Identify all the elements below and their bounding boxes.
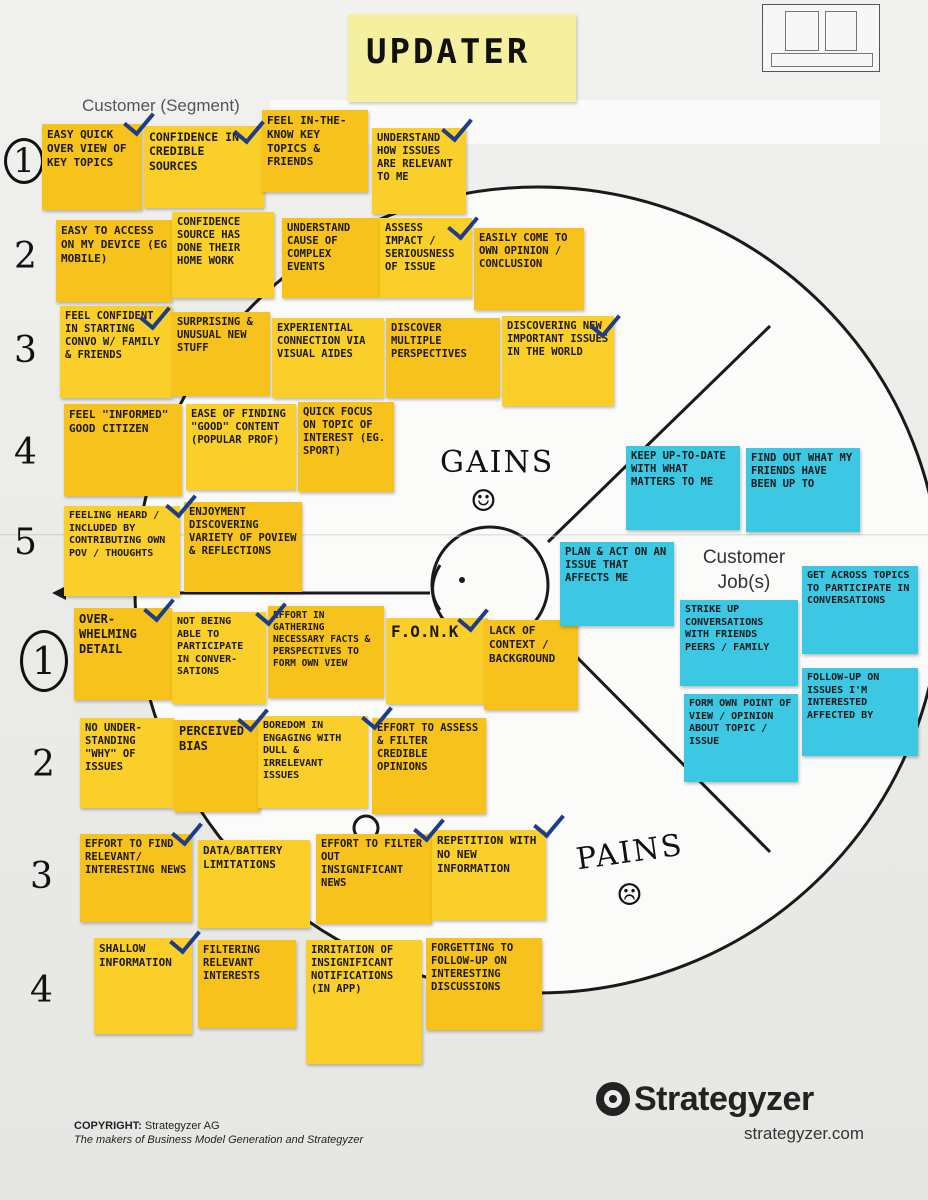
divider-jobs-pains xyxy=(546,626,772,854)
gain-note[interactable]: EASY QUICK OVER VIEW OF KEY TOPICS xyxy=(42,124,142,210)
profile-face-icon xyxy=(431,564,442,611)
gain-note[interactable]: FEELING HEARD / INCLUDED BY CONTRIBUTING… xyxy=(64,506,180,596)
pains-frown-icon: ☹ xyxy=(616,878,643,913)
gain-row-number-1: 1 xyxy=(4,138,44,184)
pain-note[interactable]: F.O.N.K xyxy=(386,618,488,704)
gain-note[interactable]: CONFIDENCE SOURCE HAS DONE THEIR HOME WO… xyxy=(172,212,274,298)
job-note[interactable]: FORM OWN POINT OF VIEW / OPINION ABOUT T… xyxy=(684,694,798,782)
pain-note[interactable]: NO UNDER-STANDING "WHY" OF ISSUES xyxy=(80,718,174,808)
gain-note[interactable]: FEEL "INFORMED" GOOD CITIZEN xyxy=(64,404,182,496)
strategyzer-logo-icon xyxy=(596,1082,630,1116)
footer-tagline: The makers of Business Model Generation … xyxy=(74,1134,364,1146)
arrow-head xyxy=(52,586,66,600)
title-sticky-note: UPDATER xyxy=(348,14,576,102)
brand-name: Strategyzer xyxy=(634,1080,814,1118)
gain-row-number-3: 3 xyxy=(14,330,37,371)
gain-row-number-4: 4 xyxy=(14,432,37,473)
canvas-grid-icon xyxy=(762,4,880,72)
pain-row-number-2: 2 xyxy=(32,744,55,785)
pain-note[interactable]: EFFORT TO FIND RELEVANT/ INTERESTING NEW… xyxy=(80,834,192,922)
gain-note[interactable]: ASSESS IMPACT / SERIOUSNESS OF ISSUE xyxy=(380,218,472,298)
gain-note[interactable]: EXPERIENTIAL CONNECTION VIA VISUAL AIDES xyxy=(272,318,384,398)
gain-note[interactable]: FEEL CONFIDENT IN STARTING CONVO W/ FAMI… xyxy=(60,306,172,398)
pain-row-number-4: 4 xyxy=(30,970,53,1011)
pain-note[interactable]: OVER-WHELMING DETAIL xyxy=(74,608,172,700)
pain-row-number-1: 1 xyxy=(20,630,68,692)
gains-smile-icon: ☺ xyxy=(470,484,497,519)
pain-note[interactable]: FILTERING RELEVANT INTERESTS xyxy=(198,940,296,1028)
job-note[interactable]: PLAN & ACT ON AN ISSUE THAT AFFECTS ME xyxy=(560,542,674,626)
customer-jobs-label: Customer Job(s) xyxy=(702,547,786,593)
title-text: UPDATER xyxy=(366,32,531,72)
gain-row-number-2: 2 xyxy=(14,236,37,277)
job-note[interactable]: FIND OUT WHAT MY FRIENDS HAVE BEEN UP TO xyxy=(746,448,860,532)
copyright-line: COPYRIGHT: Strategyzer AG xyxy=(74,1120,220,1132)
gain-note[interactable]: UNDERSTAND HOW ISSUES ARE RELEVANT TO ME xyxy=(372,128,466,214)
pain-note[interactable]: LACK OF CONTEXT / BACKGROUND xyxy=(484,620,578,710)
gain-note[interactable]: CONFIDENCE IN CREDIBLE SOURCES xyxy=(144,126,264,208)
pain-note[interactable]: EFFORT TO ASSESS & FILTER CREDIBLE OPINI… xyxy=(372,718,486,814)
pain-note[interactable]: PERCEIVED BIAS xyxy=(174,720,260,812)
gain-note[interactable]: EASE OF FINDING "GOOD" CONTENT (POPULAR … xyxy=(186,404,296,490)
gain-note[interactable]: EASY TO ACCESS ON MY DEVICE (eg MOBILE) xyxy=(56,220,172,302)
gain-note[interactable]: SURPRISING & UNUSUAL NEW STUFF xyxy=(172,312,270,396)
gain-note[interactable]: EASILY COME TO OWN OPINION / CONCLUSION xyxy=(474,228,584,310)
copyright-label: COPYRIGHT: xyxy=(74,1120,142,1132)
pain-note[interactable]: IRRITATION OF INSIGNIFICANT NOTIFICATION… xyxy=(306,940,422,1064)
pain-note[interactable]: EFFORT TO FILTER OUT INSIGNIFICANT NEWS xyxy=(316,834,432,924)
gains-label: GAINS xyxy=(440,445,555,480)
gain-note[interactable]: ENJOYMENT DISCOVERING VARIETY OF POVIEW … xyxy=(184,502,302,592)
copyright-owner: Strategyzer AG xyxy=(144,1120,220,1132)
customer-segment-label: Customer (Segment) xyxy=(82,96,240,115)
gain-note[interactable]: UNDERSTAND CAUSE OF COMPLEX EVENTS xyxy=(282,218,380,298)
pain-note[interactable]: SHALLOW INFORMATION xyxy=(94,938,192,1034)
job-note[interactable]: GET ACROSS TOPICS TO PARTICIPATE IN CONV… xyxy=(802,566,918,654)
footer-url[interactable]: strategyzer.com xyxy=(744,1124,864,1143)
gain-note[interactable]: DISCOVERING NEW IMPORTANT ISSUES IN THE … xyxy=(502,316,614,406)
pain-note[interactable]: REPETITION WITH NO NEW INFORMATION xyxy=(432,830,546,920)
pain-note[interactable]: EFFORT IN GATHERING NECESSARY FACTS & PE… xyxy=(268,606,384,698)
pain-note[interactable]: NOT BEING ABLE TO PARTICIPATE IN CONVER-… xyxy=(172,612,266,704)
divider-gains-jobs xyxy=(546,324,772,544)
pain-note[interactable]: FORGETTING TO FOLLOW-UP ON INTERESTING D… xyxy=(426,938,542,1030)
pain-note[interactable]: BOREDOM IN ENGAGING WITH DULL & IRRELEVA… xyxy=(258,716,368,808)
profile-eye-icon xyxy=(459,577,465,583)
job-note[interactable]: FOLLOW-UP ON ISSUES I'M INTERESTED AFFEC… xyxy=(802,668,918,756)
pain-note[interactable]: DATA/BATTERY LIMITATIONS xyxy=(198,840,310,928)
gain-note[interactable]: Feel in-the-know KEY TOPICS & FRIENDS xyxy=(262,110,368,192)
job-note[interactable]: STRIKE UP CONVERSATIONS WITH FRIENDS PEE… xyxy=(680,600,798,686)
paper-fold xyxy=(0,534,928,537)
segment-bar xyxy=(270,100,880,144)
pain-row-number-3: 3 xyxy=(30,856,53,897)
gain-note[interactable]: QUICK FOCUS ON TOPIC OF INTEREST (eg. SP… xyxy=(298,402,394,492)
gain-row-number-5: 5 xyxy=(14,522,37,563)
job-note[interactable]: KEEP UP-TO-DATE WITH WHAT MATTERS TO ME xyxy=(626,446,740,530)
gain-note[interactable]: DISCOVER MULTIPLE PERSPECTIVES xyxy=(386,318,500,398)
